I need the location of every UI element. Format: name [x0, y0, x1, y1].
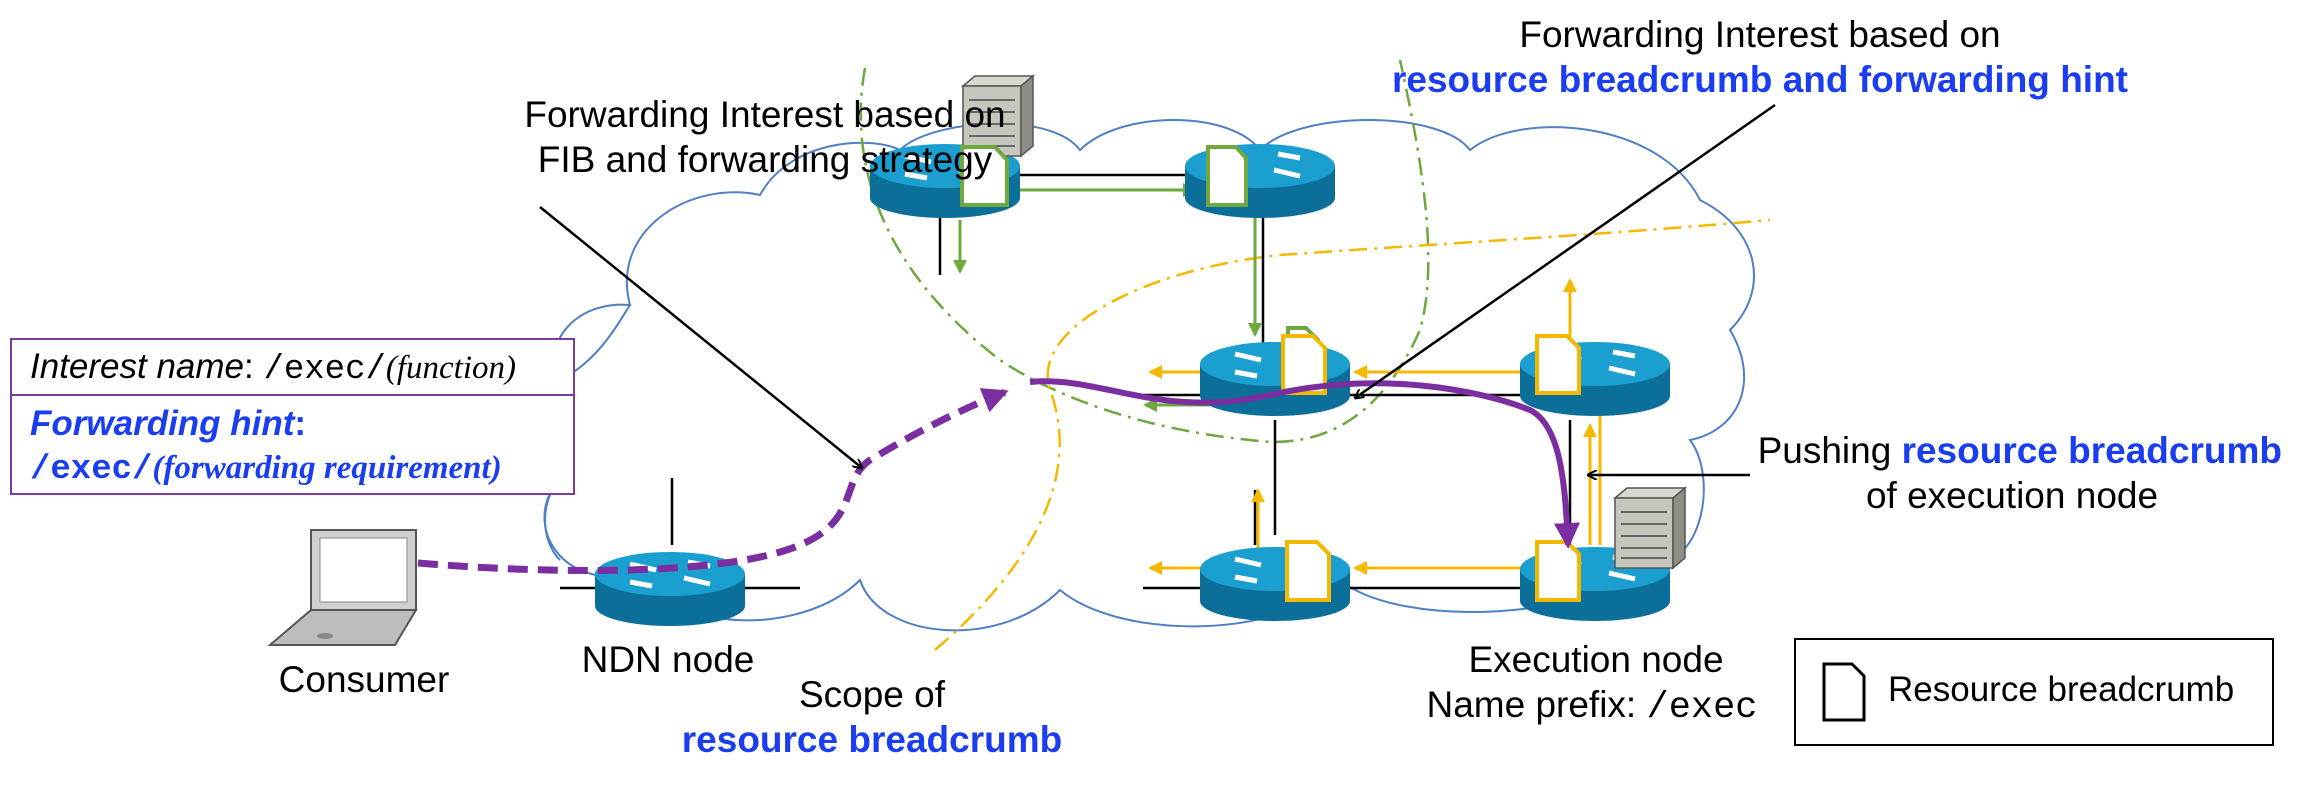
forwarding-hint-value-row: /exec/(forwarding requirement) [30, 446, 573, 496]
fib-annotation-line2: FIB and forwarding strategy [538, 139, 993, 180]
scope-boundary-green [859, 59, 1430, 444]
forwarding-hint-requirement: (forwarding requirement) [152, 450, 502, 486]
hint-annotation-line1: Forwarding Interest based on [1519, 14, 2000, 55]
name-prefix-label: Name prefix: /exec [1426, 684, 1757, 729]
interest-path-dashed [417, 388, 1009, 574]
interest-name-value: /exec/ [263, 351, 386, 389]
forwarding-hint-value: /exec/ [30, 451, 153, 489]
interest-path-solid [1029, 378, 1580, 549]
interest-name-row: Interest name: /exec/(function) [12, 340, 573, 396]
push-annotation-line2: of execution node [1866, 475, 2158, 516]
annotation-leaders [539, 103, 1776, 475]
yellow-forwarding-arrows [1148, 278, 1602, 575]
scope-label-line1: Scope of [799, 674, 946, 715]
execution-node-label: Execution node [1468, 639, 1723, 680]
push-annotation-line1: Pushing resource breadcrumb [1758, 430, 2282, 471]
forwarding-hint-row: Forwarding hint: /exec/(forwarding requi… [12, 396, 573, 496]
breadcrumb-document-icon [1822, 662, 1866, 722]
legend-label: Resource breadcrumb [1888, 670, 2235, 709]
scope-label-line2: resource breadcrumb [682, 719, 1062, 760]
name-prefix-text: Name prefix: [1426, 684, 1646, 725]
interest-name-label: Interest name [30, 347, 244, 386]
ndn-node-label: NDN node [582, 639, 755, 680]
hint-annotation-line2: resource breadcrumb and forwarding hint [1392, 59, 2128, 100]
push-annotation-prefix: Pushing [1758, 430, 1902, 471]
interest-name-sep: : [244, 347, 264, 386]
interest-name-function: (function) [385, 350, 517, 386]
scope-boundary-yellow [934, 218, 1771, 651]
forwarding-hint-label: Forwarding hint [30, 404, 295, 443]
fib-annotation-line1: Forwarding Interest based on [524, 94, 1005, 135]
consumer-label: Consumer [279, 659, 450, 700]
laptop-icon [267, 529, 418, 646]
forwarding-hint-colon: : [294, 404, 307, 443]
legend: Resource breadcrumb [1794, 638, 2274, 746]
server-icon [1614, 487, 1686, 569]
interest-box: Interest name: /exec/(function) Forwardi… [10, 338, 575, 495]
forwarding-hint-heading: Forwarding hint: [30, 402, 573, 446]
push-annotation-blue: resource breadcrumb [1902, 430, 2282, 471]
name-prefix-value: /exec [1646, 687, 1757, 729]
